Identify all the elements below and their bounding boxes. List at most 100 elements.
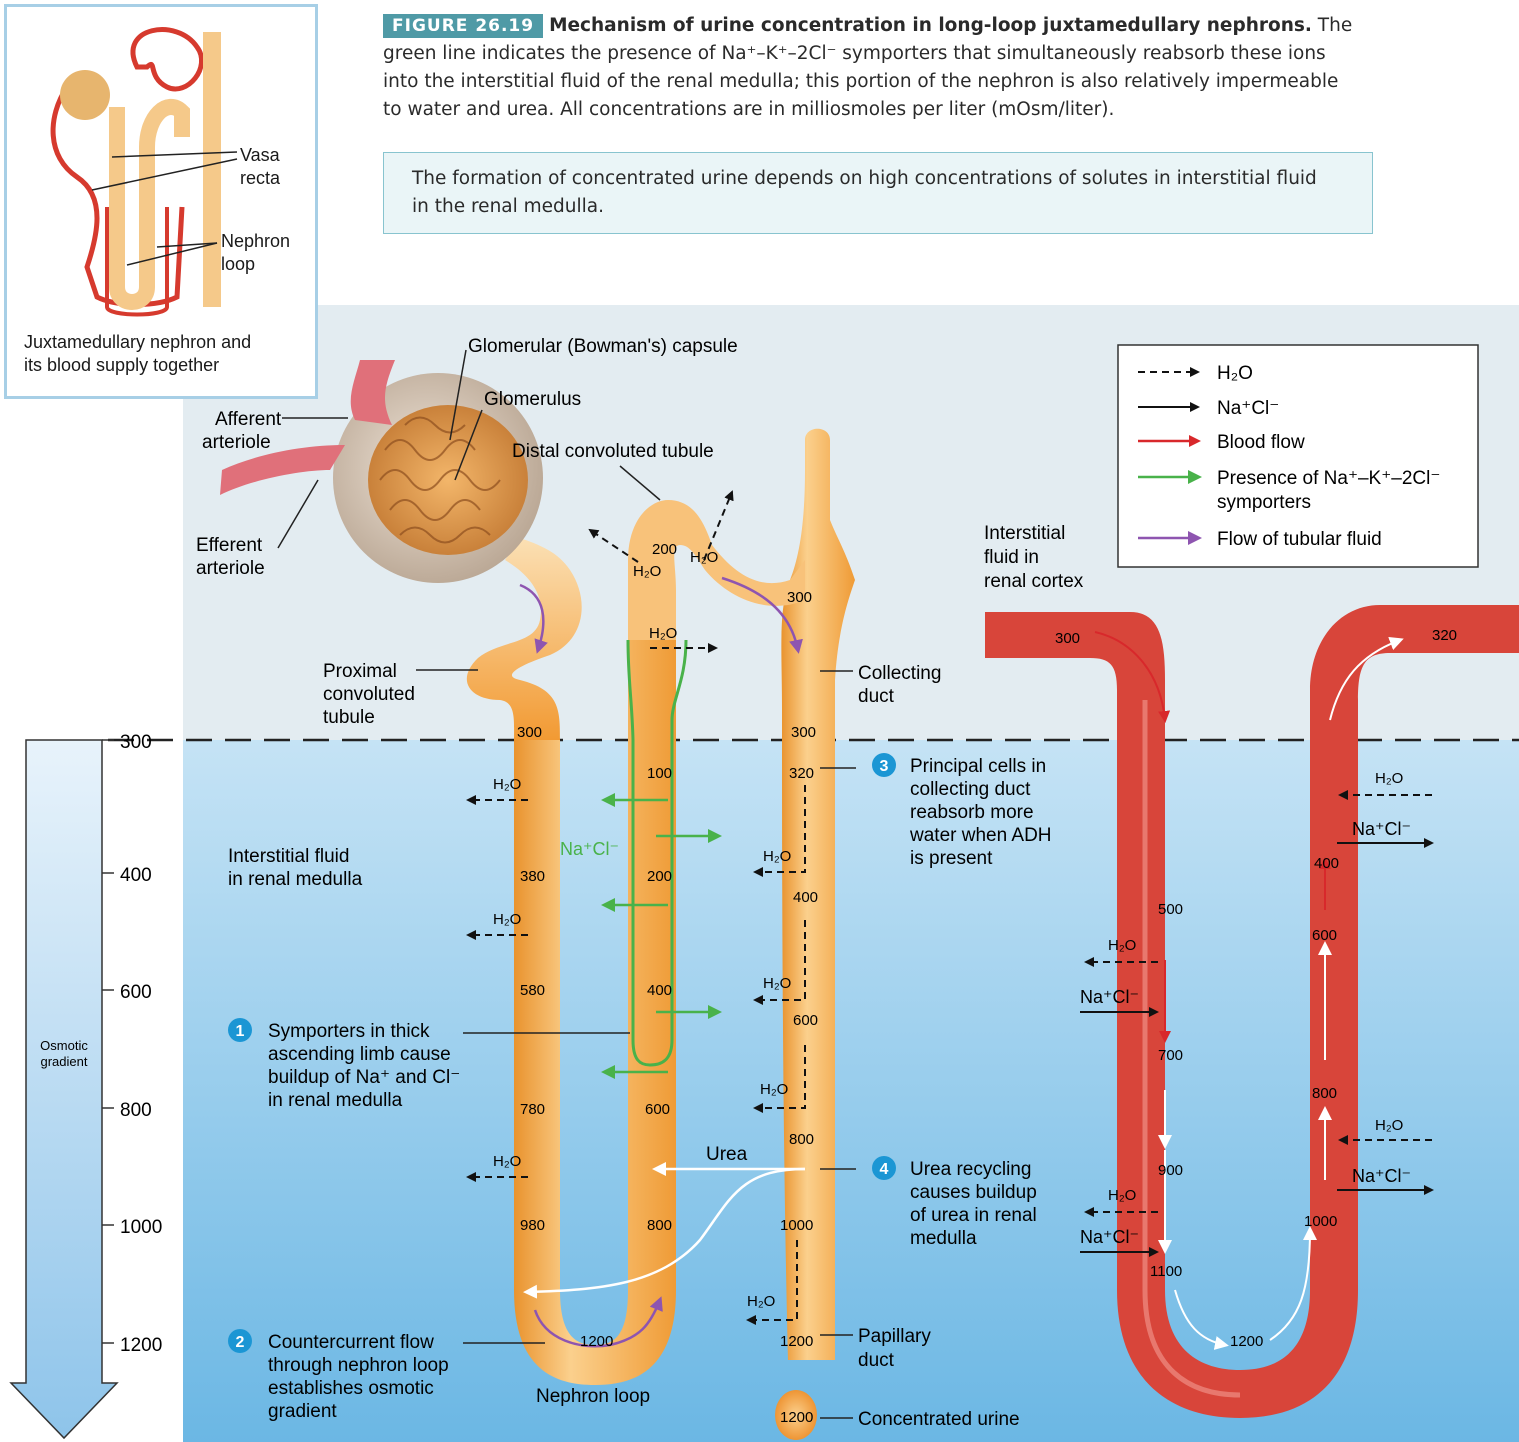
value-cd-1: 300	[791, 724, 816, 741]
afferent-label-1: arteriole	[202, 432, 271, 453]
value-vasa-bottom: 1200	[1230, 1333, 1263, 1350]
inset-nephron-loop-label-0: Nephron	[221, 230, 290, 253]
h2o-label: H₂O	[763, 848, 791, 865]
legend-tubular-label: Flow of tubular fluid	[1217, 529, 1382, 550]
h2o-label: H₂O	[1375, 770, 1403, 787]
inset-caption: Juxtamedullary nephron and its blood sup…	[24, 331, 314, 377]
value-cd-7: 1200	[780, 1333, 813, 1350]
step-text: reabsorb more	[910, 802, 1034, 823]
value-cd-0: 300	[787, 589, 812, 606]
step-number: 2	[236, 1334, 245, 1351]
h2o-label: H₂O	[633, 563, 661, 580]
osmotic-gradient-arrow	[11, 740, 117, 1438]
value-vasa-desc-2: 700	[1158, 1047, 1183, 1064]
inset-caption-line-0: Juxtamedullary nephron and	[24, 331, 314, 354]
pct-label-0: Proximal	[323, 661, 397, 682]
value-cd-2: 320	[789, 765, 814, 782]
step-text: Urea recycling	[910, 1159, 1031, 1180]
urea-label: Urea	[706, 1144, 748, 1165]
value-dct: 200	[652, 541, 677, 558]
medulla-fluid-label-0: Interstitial fluid	[228, 846, 349, 867]
nacl-label: Na⁺Cl⁻	[1080, 1227, 1139, 1247]
value-vasa-asc-2: 600	[1312, 927, 1337, 944]
legend-box: H₂O Na⁺Cl⁻ Blood flow Presence of Na⁺–K⁺…	[1118, 345, 1478, 567]
value-urine: 1200	[780, 1409, 813, 1426]
gradient-ticks	[102, 740, 114, 1343]
step-text: Symporters in thick	[268, 1021, 430, 1042]
value-vasa-asc-3: 400	[1314, 855, 1339, 872]
medulla-fluid-label-1: in renal medulla	[228, 869, 363, 890]
value-desc-4: 980	[520, 1217, 545, 1234]
step-text: Countercurrent flow	[268, 1332, 434, 1353]
inset-caption-line-1: its blood supply together	[24, 354, 314, 377]
step-text: is present	[910, 848, 993, 869]
value-vasa-desc-0: 300	[1055, 630, 1080, 647]
value-cd-6: 1000	[780, 1217, 813, 1234]
glomerulus	[368, 405, 528, 555]
value-desc-1: 380	[520, 868, 545, 885]
h2o-label: H₂O	[493, 1153, 521, 1170]
h2o-label: H₂O	[493, 776, 521, 793]
papillary-duct-label-1: duct	[858, 1350, 895, 1371]
step-text: gradient	[268, 1401, 337, 1422]
tick-400: 400	[120, 865, 152, 886]
collecting-duct-label-1: duct	[858, 686, 895, 707]
value-vasa-asc-1: 800	[1312, 1085, 1337, 1102]
efferent-label-0: Efferent	[196, 535, 263, 556]
h2o-label: H₂O	[747, 1293, 775, 1310]
legend-blood-label: Blood flow	[1217, 432, 1305, 453]
h2o-label: H₂O	[1375, 1117, 1403, 1134]
value-asc-4: 800	[647, 1217, 672, 1234]
step-text: buildup of Na⁺ and Cl⁻	[268, 1067, 460, 1088]
value-desc-3: 780	[520, 1101, 545, 1118]
dct-label: Distal convoluted tubule	[512, 441, 714, 462]
value-vasa-asc-4: 320	[1432, 627, 1457, 644]
legend-symporter-label-1: symporters	[1217, 492, 1311, 513]
legend-symporter-label-0: Presence of Na⁺–K⁺–2Cl⁻	[1217, 468, 1440, 489]
tick-600: 600	[120, 982, 152, 1003]
value-asc-3: 600	[645, 1101, 670, 1118]
nacl-label: Na⁺Cl⁻	[1352, 819, 1411, 839]
glomerulus-label: Glomerulus	[484, 389, 581, 410]
capsule-label: Glomerular (Bowman's) capsule	[468, 336, 738, 357]
step-number: 3	[880, 758, 889, 775]
step-text: water when ADH	[909, 825, 1052, 846]
inset-glomerulus	[60, 70, 110, 120]
step-text: Principal cells in	[910, 756, 1046, 777]
inset-vasa-recta-label-0: Vasa	[240, 144, 280, 167]
cortex-fluid-label-1: fluid in	[984, 547, 1039, 568]
h2o-label: H₂O	[690, 549, 718, 566]
tick-800: 800	[120, 1100, 152, 1121]
step-number: 4	[880, 1161, 889, 1178]
papillary-duct-label-0: Papillary	[858, 1326, 931, 1347]
h2o-label: H₂O	[493, 911, 521, 928]
nacl-label: Na⁺Cl⁻	[1352, 1166, 1411, 1186]
value-asc-1: 200	[647, 868, 672, 885]
tick-1200: 1200	[120, 1335, 162, 1356]
inset-vasa-recta-label-1: recta	[240, 167, 280, 190]
concentrated-urine-label: Concentrated urine	[858, 1409, 1020, 1430]
inset-nephron-loop	[117, 107, 182, 302]
afferent-label-0: Afferent	[215, 409, 282, 430]
nephron-loop-label: Nephron loop	[536, 1386, 650, 1407]
step-text: of urea in renal	[910, 1205, 1037, 1226]
value-desc-0: 300	[517, 724, 542, 741]
cortex-fluid-label-0: Interstitial	[984, 523, 1065, 544]
efferent-label-1: arteriole	[196, 558, 265, 579]
value-vasa-desc-3: 900	[1158, 1162, 1183, 1179]
value-loop-bottom: 1200	[580, 1333, 613, 1350]
step-text: through nephron loop	[268, 1355, 449, 1376]
value-cd-3: 400	[793, 889, 818, 906]
step-text: causes buildup	[910, 1182, 1037, 1203]
step-text: in renal medulla	[268, 1090, 403, 1111]
h2o-label: H₂O	[1108, 937, 1136, 954]
nacl-label: Na⁺Cl⁻	[1080, 987, 1139, 1007]
tick-300: 300	[120, 732, 152, 753]
value-vasa-desc-1: 500	[1158, 901, 1183, 918]
legend-h2o-label: H₂O	[1217, 363, 1253, 384]
value-cd-5: 800	[789, 1131, 814, 1148]
osmotic-gradient-label-1: gradient	[41, 1054, 88, 1069]
h2o-label: H₂O	[763, 975, 791, 992]
inset-nephron-loop-label-1: loop	[221, 253, 290, 276]
h2o-label: H₂O	[1108, 1187, 1136, 1204]
